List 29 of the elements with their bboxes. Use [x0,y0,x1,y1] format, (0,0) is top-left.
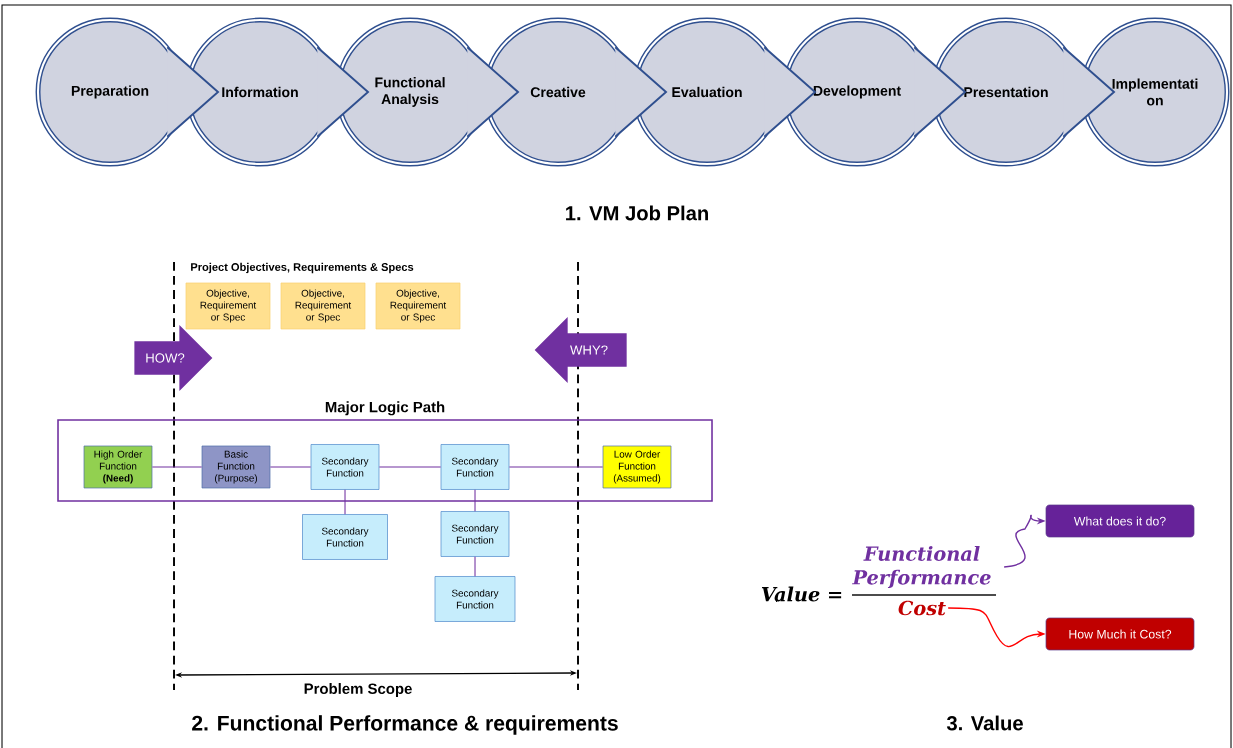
function-box: High Order Function (Need) [83,445,153,489]
section-title: 2. Functional Performance & requirements [192,715,618,735]
section-title: 1. VM Job Plan [566,205,708,221]
section-title: 3. Value [946,715,1023,731]
formula-term: Value = [761,586,842,602]
function-box: Secondary Function [440,511,510,557]
connector-line [344,489,346,515]
function-box: Basic Function (Purpose) [201,445,271,489]
formula-term: Cost [898,600,946,616]
function-box: Secondary Function [434,576,516,622]
dimension-label: Problem Scope [304,683,412,697]
question-box: How Much it Cost? [1045,617,1195,651]
function-box: Secondary Function [302,514,388,560]
connector-line [378,466,442,468]
connector-line [269,466,312,468]
function-box: Secondary Function [310,444,380,490]
objective-box: Objective, Requirement or Spec [280,282,366,330]
objective-box: Objective, Requirement or Spec [375,282,461,330]
objective-box: Objective, Requirement or Spec [185,282,271,330]
node-label: Major Logic Path [325,401,445,416]
formula-term: Functional Performance [852,545,991,589]
connector-line [474,489,476,512]
function-box: Secondary Function [440,444,510,490]
connector-line [151,466,203,468]
question-box: What does it do? [1045,504,1195,538]
function-box: Low Order Function (Assumed) [602,445,672,489]
connector-line [474,556,476,577]
connector-line [508,466,604,468]
group-heading: Project Objectives, Requirements & Specs [191,262,414,274]
